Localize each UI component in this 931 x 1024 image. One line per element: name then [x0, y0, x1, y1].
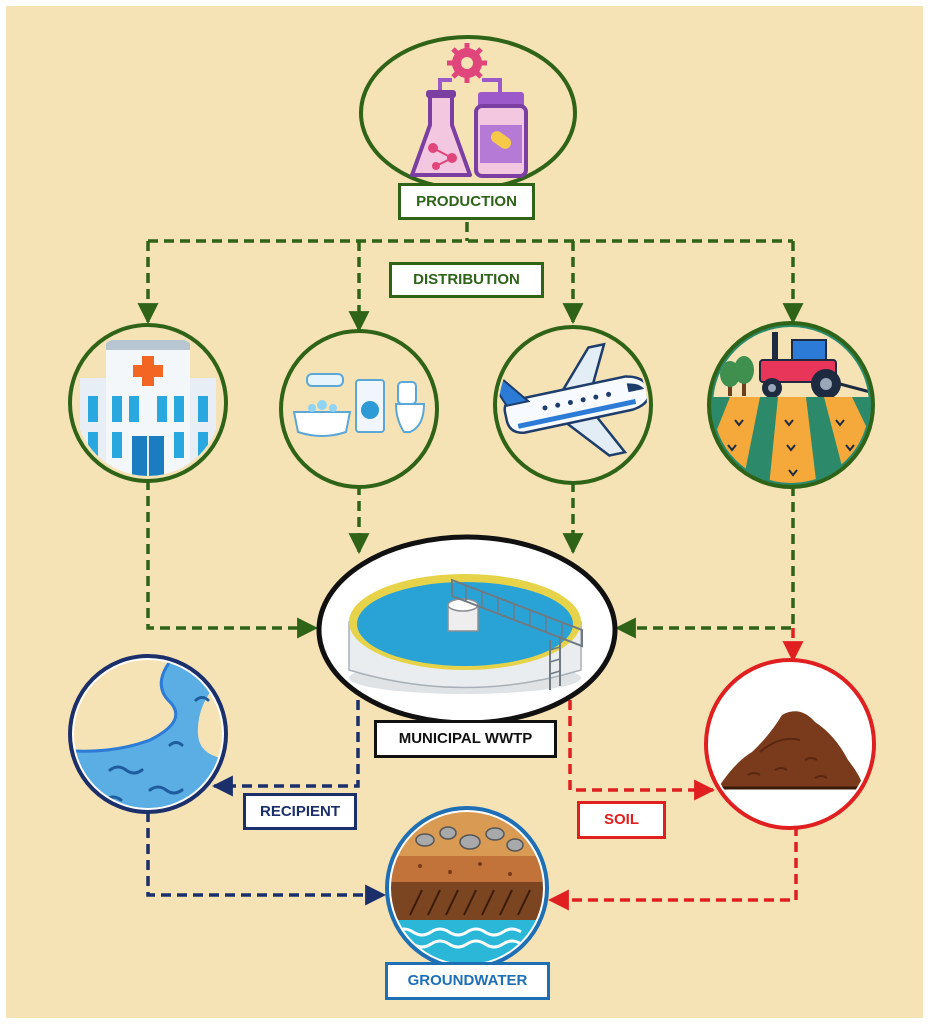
hospital-node	[68, 323, 228, 483]
soil-pile-icon	[712, 711, 870, 790]
recipient-arrows	[146, 700, 387, 906]
distribution-arrows	[137, 222, 804, 333]
groundwater-node	[385, 806, 549, 970]
soil-label: SOIL	[577, 801, 666, 839]
wwtp-label: MUNICIPAL WWTP	[374, 720, 557, 758]
tractor-field-icon	[713, 327, 869, 483]
recipient-node	[68, 654, 228, 814]
airplane-node	[489, 325, 653, 485]
production-node	[359, 35, 577, 191]
lab-flask-and-pill-bottle-icon	[410, 43, 528, 178]
agriculture-node	[707, 321, 875, 489]
bathroom-fixtures-icon	[292, 373, 426, 437]
production-label: PRODUCTION	[398, 183, 535, 220]
recipient-label: RECIPIENT	[243, 793, 357, 830]
groundwater-label: GROUNDWATER	[385, 962, 550, 1000]
soil-node	[704, 658, 876, 830]
households-node	[279, 329, 439, 489]
soil-arrows	[547, 628, 804, 911]
hospital-icon	[80, 340, 216, 476]
wwtp-inflow-arrows	[146, 480, 795, 639]
wwtp-node	[316, 534, 618, 726]
wastewater-tank-icon	[348, 574, 583, 694]
river-icon	[74, 660, 222, 808]
distribution-label: DISTRIBUTION	[389, 262, 544, 298]
